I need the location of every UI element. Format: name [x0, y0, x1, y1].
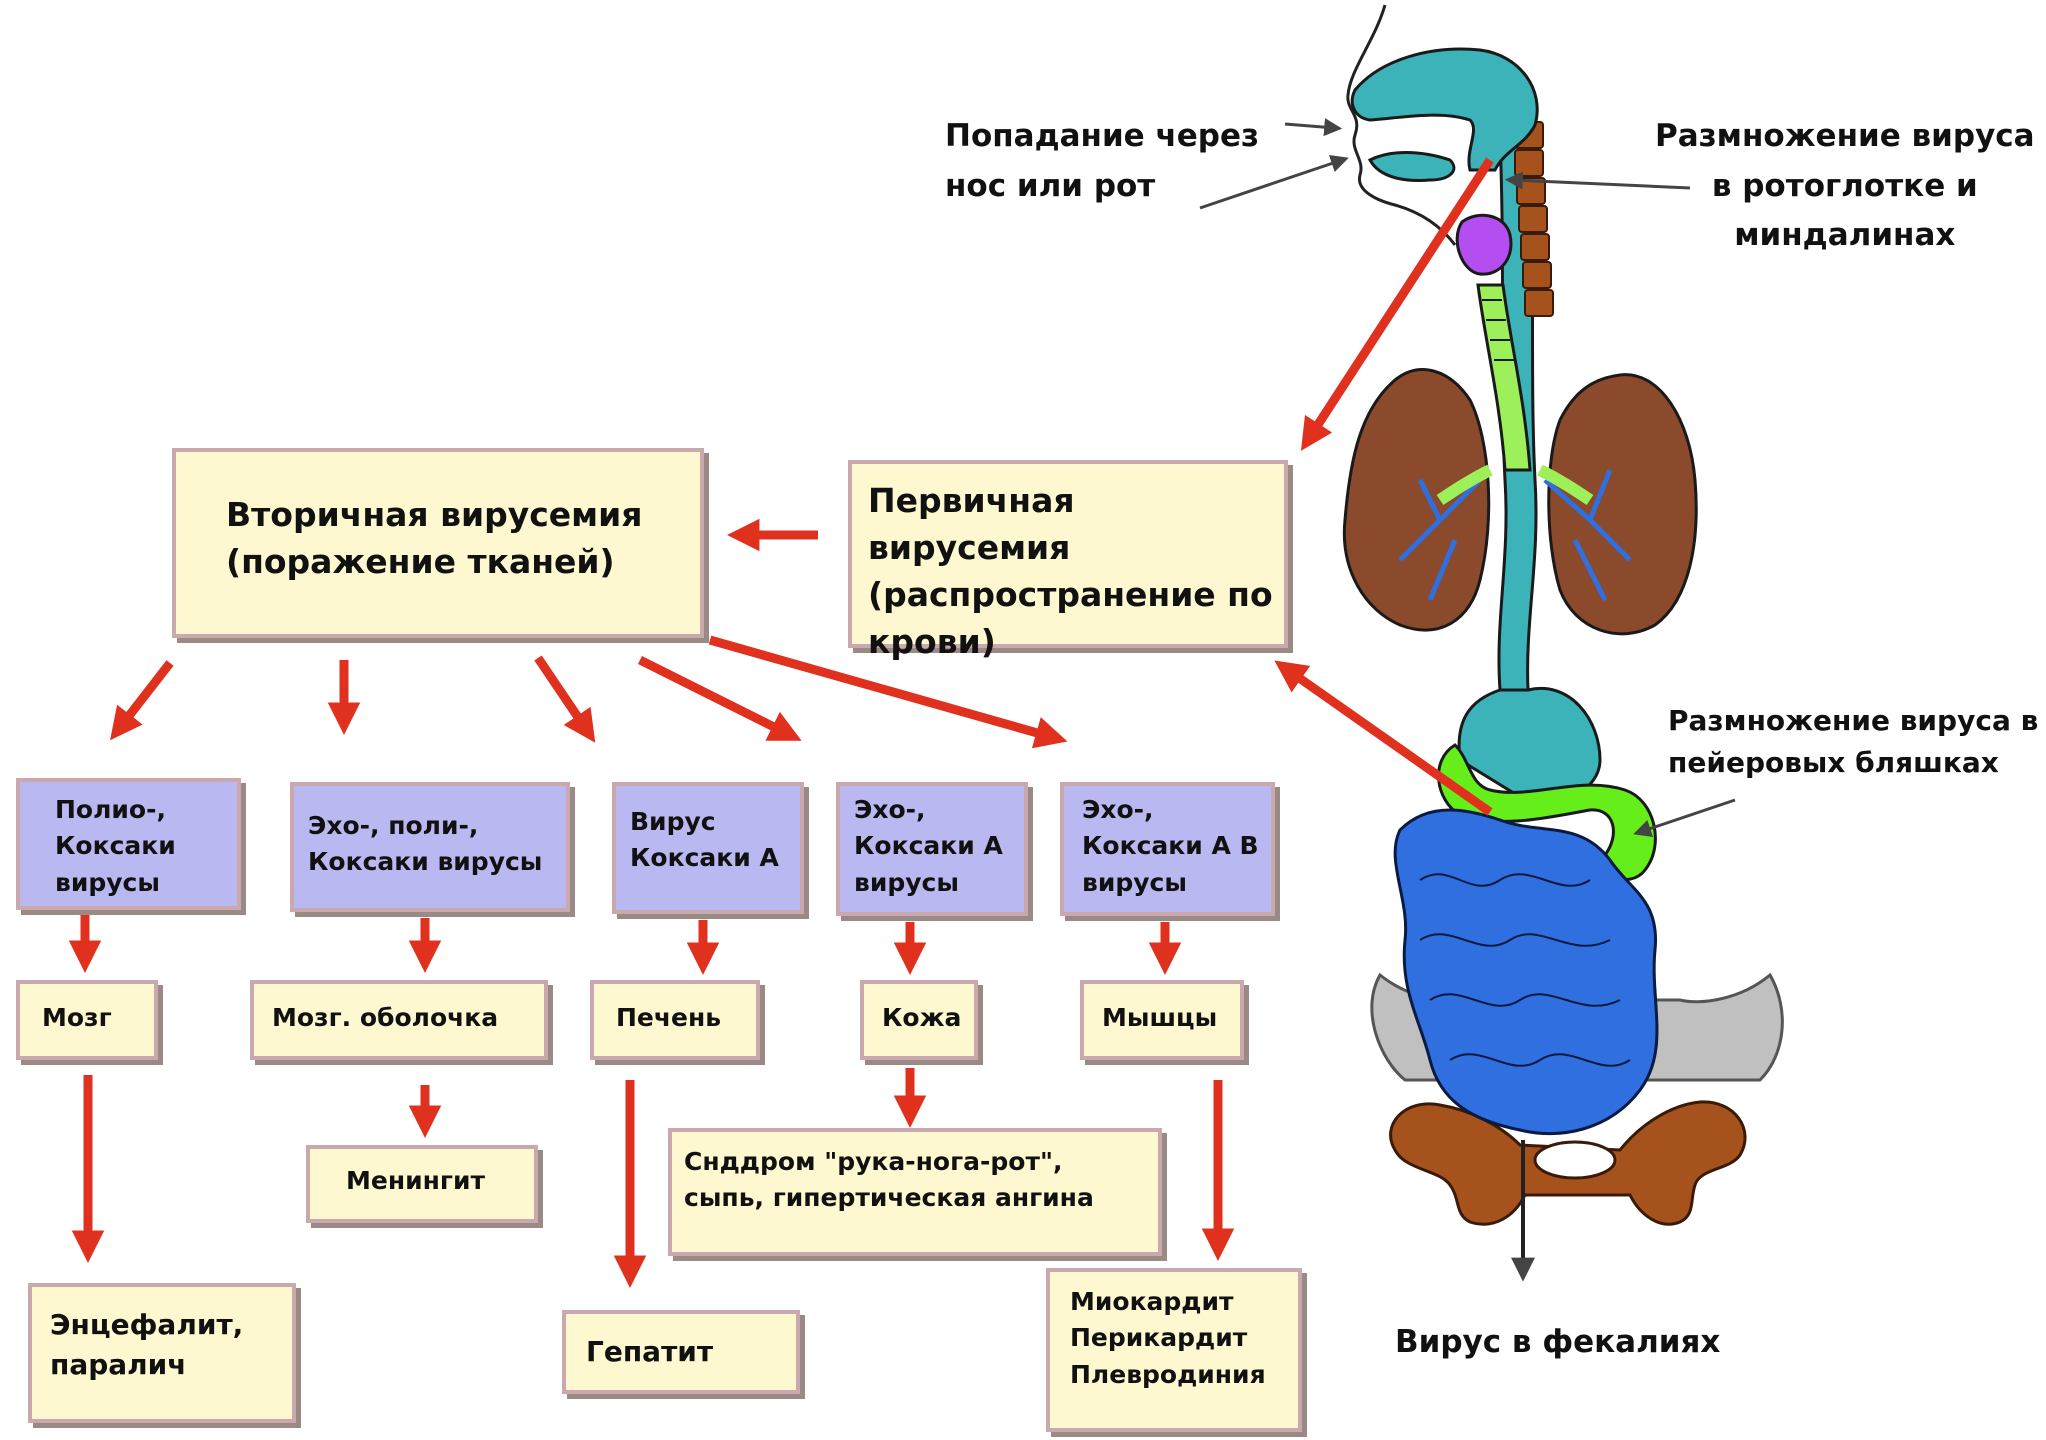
primary-viremia-text: Первичная вирусемия (распространение по … — [868, 478, 1284, 665]
flow-arrows — [85, 160, 1490, 1275]
virus-group-polio-text: Полио-, Коксаки вирусы — [55, 792, 237, 901]
virus-group-coxsackie-a: Вирус Коксаки А — [612, 782, 804, 914]
virus-group-echo-polio-text: Эхо-, поли-, Коксаки вирусы — [308, 808, 566, 881]
entry-label: Попадание через нос или рот — [945, 112, 1259, 211]
hfmd-syndrome-text: Снддром "рука-нога-рот", сыпь, гипертиче… — [684, 1144, 1158, 1217]
organ-brain-box: Мозг — [16, 980, 158, 1060]
meningitis-text: Менингит — [346, 1163, 534, 1199]
hfmd-syndrome-box: Снддром "рука-нога-рот", сыпь, гипертиче… — [668, 1128, 1162, 1256]
organ-liver-box: Печень — [590, 980, 760, 1060]
arrow-secondary-to-group-1 — [118, 663, 170, 730]
virus-group-echo-polio: Эхо-, поли-, Коксаки вирусы — [290, 782, 570, 912]
organ-skin-box: Кожа — [860, 980, 978, 1060]
virus-group-polio: Полио-, Коксаки вирусы — [16, 778, 241, 910]
organ-muscles-text: Мышцы — [1102, 1000, 1240, 1036]
virus-group-echo-coxsackie-a-text: Эхо-, Коксаки А вирусы — [854, 792, 1024, 901]
encephalitis-box: Энцефалит, паралич — [28, 1283, 296, 1423]
virus-group-echo-coxsackie-ab-text: Эхо-, Коксаки А В вирусы — [1082, 792, 1271, 901]
secondary-viremia-text: Вторичная вирусемия (поражение тканей) — [226, 492, 700, 586]
muscle-outcome-text: Миокардит Перикардит Плевродиния — [1070, 1284, 1298, 1393]
organ-muscles-box: Мышцы — [1080, 980, 1244, 1060]
organ-meninges-box: Мозг. оболочка — [250, 980, 548, 1060]
tonsil-icon — [1457, 215, 1511, 274]
encephalitis-text: Энцефалит, паралич — [50, 1305, 292, 1385]
hepatitis-box: Гепатит — [562, 1310, 800, 1394]
meningitis-box: Менингит — [306, 1145, 538, 1223]
peyer-replication-label: Размножение вируса в пейеровых бляшках — [1668, 700, 2038, 784]
peyer-pointer — [1640, 800, 1735, 832]
organ-brain-text: Мозг — [42, 1000, 154, 1036]
virus-group-echo-coxsackie-a: Эхо-, Коксаки А вирусы — [836, 782, 1028, 916]
virus-group-coxsackie-a-text: Вирус Коксаки А — [630, 804, 800, 877]
face-profile-icon — [1348, 5, 1455, 245]
primary-viremia-box: Первичная вирусемия (распространение по … — [848, 460, 1288, 648]
arrow-secondary-to-group-3 — [538, 658, 588, 732]
hepatitis-text: Гепатит — [586, 1332, 796, 1372]
muscle-outcome-box: Миокардит Перикардит Плевродиния — [1046, 1268, 1302, 1432]
virus-group-echo-coxsackie-ab: Эхо-, Коксаки А В вирусы — [1060, 782, 1275, 916]
feces-label: Вирус в фекалиях — [1395, 1318, 1720, 1368]
arrow-secondary-to-group-4 — [640, 660, 790, 735]
throat-replication-label: Размножение вируса в ротоглотке и миндал… — [1655, 112, 2035, 261]
left-lung-icon — [1344, 370, 1488, 630]
organ-meninges-text: Мозг. оболочка — [272, 1000, 544, 1036]
organ-skin-text: Кожа — [882, 1000, 974, 1036]
secondary-viremia-box: Вторичная вирусемия (поражение тканей) — [172, 448, 704, 638]
nasopharynx-icon — [1352, 49, 1537, 170]
entry-pointer-1 — [1285, 124, 1335, 128]
organ-liver-text: Печень — [616, 1000, 756, 1036]
